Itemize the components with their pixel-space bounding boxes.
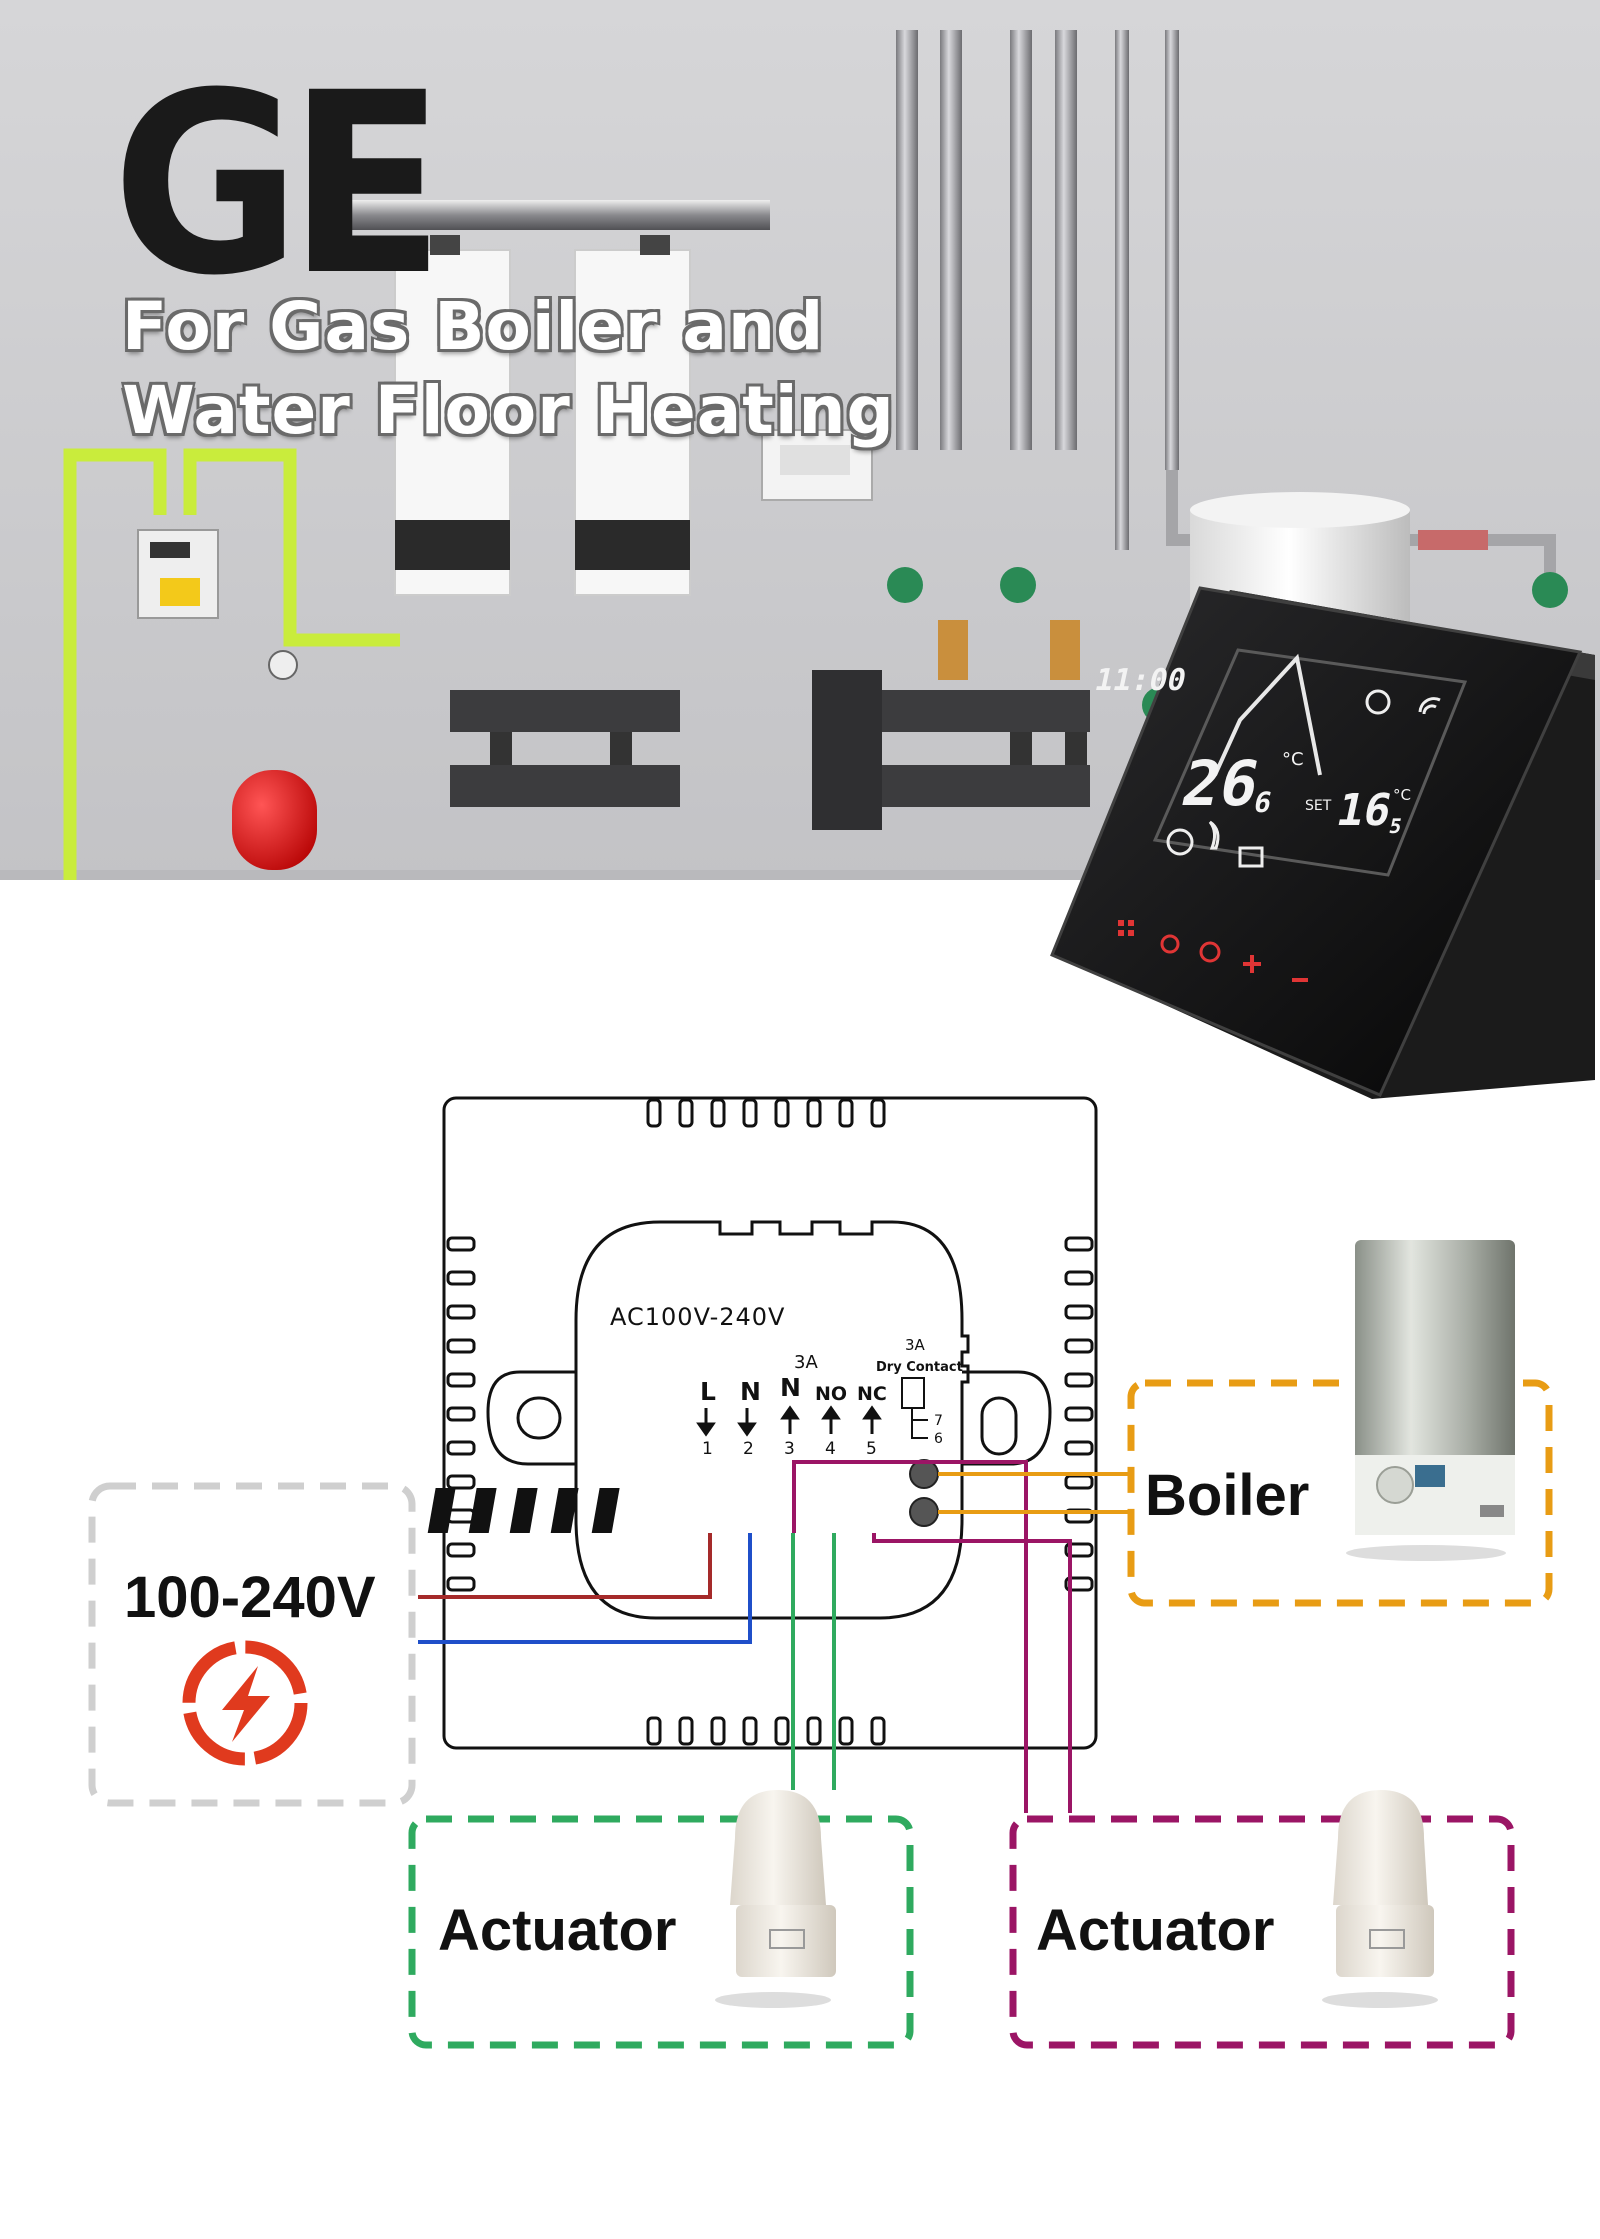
thermostat-set-temp: 16 [1332,785,1396,835]
thermostat-room-temp-decimal: 6 [1251,786,1275,819]
boiler-label: Boiler [1145,1463,1309,1528]
dry-contact-rating: 3A [905,1336,926,1354]
dry-terminal-6: 6 [934,1431,943,1447]
product-subtitle: For Gas Boiler and Water Floor Heating [122,285,895,453]
thermostat-module [574,1220,970,1620]
thermostat-time: 11:00 [1092,663,1190,698]
actuator-right-image [1322,1790,1438,2008]
terminal-2-number: 2 [743,1439,754,1459]
boiler-room-illustration [0,0,1600,880]
wiring-diagram: AC100V-240V 3A 3A Dry Contact L N N NO N… [88,1096,1553,2049]
thermostat-backplate [442,1096,1098,1750]
terminal-3-number: 3 [784,1439,795,1459]
terminal-1-number: 1 [702,1439,713,1459]
actuator-right-wire-b [872,1533,1072,1813]
thermostat-room-temp: 26 [1176,748,1266,820]
subtitle-line-2: Water Floor Heating [122,372,895,449]
thermostat-room-unit: °C [1282,749,1304,770]
terminal-1-label: L [700,1377,716,1406]
dry-contact-label: Dry Contact [876,1360,963,1375]
dry-terminal-7: 7 [934,1413,943,1429]
live-wire [418,1533,712,1599]
actuator-right-wire-a [792,1460,1028,1813]
subtitle-line-1: For Gas Boiler and [122,288,825,365]
actuator-left-image [715,1790,836,2008]
boiler-image [1346,1240,1515,1561]
thermostat-set-label: SET [1305,798,1332,814]
thermostat-device: 11:00 26 6 °C SET 16 5 °C [1050,586,1595,1099]
actuator-right-box [1009,1815,1515,2049]
home-mode-icon [1238,846,1264,868]
flame-icon [1208,820,1220,850]
supply-voltage-label: AC100V-240V [610,1303,785,1331]
actuator-right-label: Actuator [1036,1898,1274,1963]
terminal-5-label: NC [857,1383,887,1405]
neutral-wire [418,1533,752,1644]
clock-icon [1166,828,1194,856]
terminal-4-label: NO [815,1383,847,1405]
product-title: GE [112,39,445,330]
terminal-2-label: N [740,1377,761,1406]
terminal-4-number: 4 [825,1439,836,1459]
power-supply-box [88,1482,416,1807]
actuator-left-label: Actuator [438,1898,676,1963]
power-supply-label: 100-240V [124,1565,376,1630]
terminal-5-number: 5 [866,1439,877,1459]
wifi-signal-icon [1418,697,1441,715]
wifi-mode-icon [1365,689,1391,715]
terminal-3-label: N [780,1373,801,1402]
relay-rating-label: 3A [794,1352,818,1373]
actuator-left-box [408,1815,914,2049]
thermostat-set-unit: °C [1393,786,1411,804]
power-hazard-icon [182,1640,308,1766]
boiler-box [1127,1379,1553,1607]
thermostat-touch-buttons [1118,920,1308,982]
thermostat-set-temp-decimal: 5 [1387,814,1404,838]
wires [418,1460,1134,1813]
